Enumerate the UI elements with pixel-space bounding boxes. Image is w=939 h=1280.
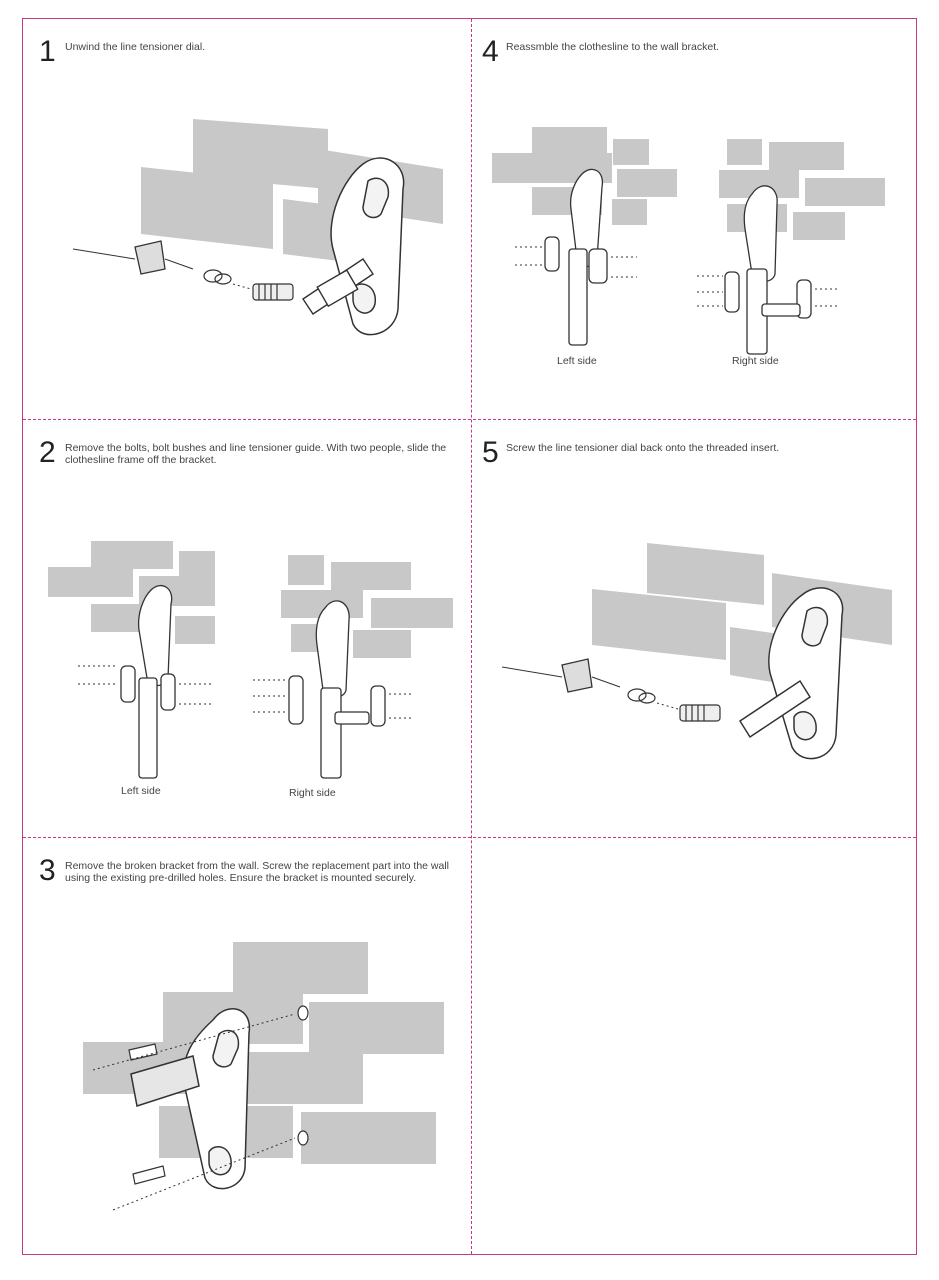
step-text: Remove the broken bracket from the wall.… bbox=[65, 860, 450, 884]
vertical-divider bbox=[471, 19, 472, 1254]
tensioner-dial bbox=[134, 240, 166, 275]
threaded-insert bbox=[252, 283, 294, 301]
left-side-caption: Left side bbox=[557, 355, 597, 367]
clothes-line bbox=[72, 248, 136, 260]
step-1-illustration bbox=[72, 119, 443, 336]
right-side-caption: Right side bbox=[289, 787, 336, 799]
step-3-panel: 3 Remove the broken bracket from the wal… bbox=[23, 838, 471, 1256]
step-3-illustration bbox=[83, 942, 444, 1211]
left-side-caption: Left side bbox=[121, 785, 161, 797]
horizontal-divider-top bbox=[23, 419, 916, 420]
step-1-panel: 1 Unwind the line tensioner dial. bbox=[23, 19, 471, 419]
step-number: 1 bbox=[39, 35, 56, 68]
step-number: 2 bbox=[39, 436, 56, 469]
step-number: 4 bbox=[482, 35, 499, 68]
brick-wall bbox=[141, 119, 443, 264]
step-number: 5 bbox=[482, 436, 499, 469]
frame-arm bbox=[302, 258, 374, 315]
step-2-panel: 2 Remove the bolts, bolt bushes and line… bbox=[23, 420, 471, 837]
step-2-right-illustration bbox=[253, 555, 453, 779]
step-5-illustration bbox=[502, 543, 892, 760]
step-4-right-illustration bbox=[697, 139, 885, 355]
step-4-left-illustration bbox=[492, 127, 677, 346]
step-text: Reassmble the clothesline to the wall br… bbox=[506, 41, 720, 53]
instruction-sheet: 1 Unwind the line tensioner dial. bbox=[22, 18, 917, 1255]
step-text: Remove the bolts, bolt bushes and line t… bbox=[65, 442, 447, 466]
step-text: Unwind the line tensioner dial. bbox=[65, 41, 206, 53]
right-side-caption: Right side bbox=[732, 355, 779, 367]
horizontal-divider-bottom bbox=[23, 837, 916, 838]
step-2-left-illustration bbox=[48, 541, 215, 779]
step-number: 3 bbox=[39, 854, 56, 887]
step-4-panel: 4 Reassmble the clothesline to the wall … bbox=[472, 19, 918, 419]
step-5-panel: 5 Screw the line tensioner dial back ont… bbox=[472, 420, 918, 837]
knot-icon bbox=[203, 269, 232, 285]
step-text: Screw the line tensioner dial back onto … bbox=[506, 442, 780, 454]
